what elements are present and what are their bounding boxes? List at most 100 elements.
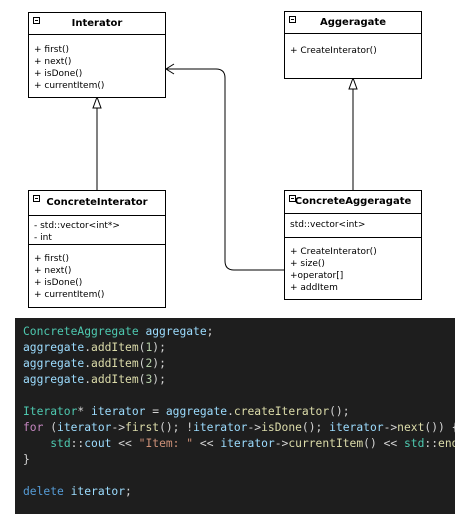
number-token: 2 [145,357,153,370]
function-token: addItem [91,373,139,386]
class-concrete-interator[interactable]: ConcreteInterator - std::vector<int*> - … [28,190,166,308]
method: + isDone() [34,278,83,288]
punct-token: -> [383,421,398,434]
code-line-11: delete iterator; [23,484,132,500]
function-token: isDone [261,421,302,434]
attribute: std::vector<int> [290,220,366,230]
create-association-arrowhead [165,63,175,75]
punct-token: * [77,405,85,418]
punct-token: ( [138,341,146,354]
method: + CreateInterator() [290,247,377,257]
punct-token: :: [70,437,85,450]
method: + first() [34,45,70,55]
class-header: ConcreteInterator [29,191,165,216]
punct-token: :: [424,437,439,450]
class-concrete-aggeragate[interactable]: ConcreteAggeragate std::vector<int> + Cr… [284,190,422,300]
method: + next() [34,266,72,276]
code-line-2: aggregate.addItem(1); [23,340,166,356]
punct-token: . [84,357,92,370]
function-token: addItem [91,357,139,370]
function-token: createIterator [233,405,330,418]
attributes-section: std::vector<int> [285,214,421,238]
punct-token: -> [274,437,289,450]
variable-token: iterator [329,421,384,434]
variable-token: iterator [91,405,146,418]
punct-token: . [227,405,234,418]
punct-token: ); [152,373,166,386]
variable-token: iterator [220,437,275,450]
variable-token: aggregate [23,357,85,370]
code-editor: ConcreteAggregate aggregate; aggregate.a… [15,318,455,514]
function-token: first [125,421,160,434]
function-token: endl [438,437,455,450]
attribute: - int [34,233,52,243]
punct-token: << [111,437,139,450]
code-line-8: std::cout << "Item: " << iterator->curre… [23,436,455,452]
keyword-token: delete [23,485,64,498]
variable-token: aggregate [165,405,228,418]
method: + next() [34,57,72,67]
methods-section: + first() + next() + isDone() + currentI… [29,35,165,94]
class-aggeragate[interactable]: Aggeragate + CreateInterator() [284,11,422,79]
collapse-icon[interactable] [33,195,40,202]
function-token: currentItem [288,437,364,450]
variable-token: iterator [193,421,248,434]
punct-token: . [84,341,92,354]
class-interator[interactable]: Interator + first() + next() + isDone() … [28,12,166,98]
method: +operator[] [290,271,344,281]
collapse-icon[interactable] [289,16,296,23]
function-token: next [397,421,425,434]
punct-token: } [23,453,30,466]
punct-token: ); [152,341,166,354]
variable-token: cout [84,437,112,450]
variable-token: iterator [57,421,112,434]
punct-token: ; [125,485,132,498]
keyword-token: for [23,421,44,434]
method: + currentItem() [34,290,105,300]
class-name: ConcreteInterator [46,197,148,208]
punct-token: ( [138,373,146,386]
methods-section: + CreateInterator() + size() +operator[]… [285,238,421,296]
variable-token: aggregate [145,325,207,338]
code-line-9: } [23,452,30,468]
code-line-1: ConcreteAggregate aggregate; [23,324,213,340]
create-association-line [167,68,286,271]
punct-token: ( [138,357,146,370]
type-token: ConcreteAggregate [23,325,139,338]
collapse-icon[interactable] [33,17,40,24]
punct-token: (); [301,421,330,434]
punct-token: ; [206,325,214,338]
string-token: "Item: " [138,437,194,450]
aggregate-generalization-arrowhead [348,76,358,90]
namespace-token: std [50,437,71,450]
punct-token: ); [152,357,166,370]
methods-section: + first() + next() + isDone() + currentI… [29,245,165,303]
punct-token: ()) { [424,421,455,434]
class-name: ConcreteAggeragate [294,196,412,207]
punct-token: = [145,405,166,418]
iterator-generalization-arrowhead [92,95,102,109]
variable-token: aggregate [23,341,85,354]
attribute: - std::vector<int*> [34,221,120,231]
method: + addItem [290,283,338,293]
code-line-3: aggregate.addItem(2); [23,356,166,372]
punct-token: -> [111,421,126,434]
function-token: addItem [91,341,139,354]
namespace-token: std [404,437,425,450]
variable-token: aggregate [23,373,85,386]
method: + currentItem() [34,81,105,91]
type-token: Iterator [23,405,78,418]
variable-token: iterator [70,485,126,498]
collapse-icon[interactable] [289,195,296,202]
punct-token: () [363,437,377,450]
punct-token: -> [247,421,262,434]
number-token: 3 [145,373,153,386]
number-token: 1 [145,341,153,354]
code-line-7: for (iterator->first(); !iterator->isDon… [23,420,455,436]
method: + CreateInterator() [290,46,377,56]
code-line-6: Iterator* iterator = aggregate.createIte… [23,404,350,420]
punct-token: ( [43,421,58,434]
attributes-section: - std::vector<int*> - int [29,216,165,245]
class-header: Aggeragate [285,12,421,34]
class-header: Interator [29,13,165,35]
